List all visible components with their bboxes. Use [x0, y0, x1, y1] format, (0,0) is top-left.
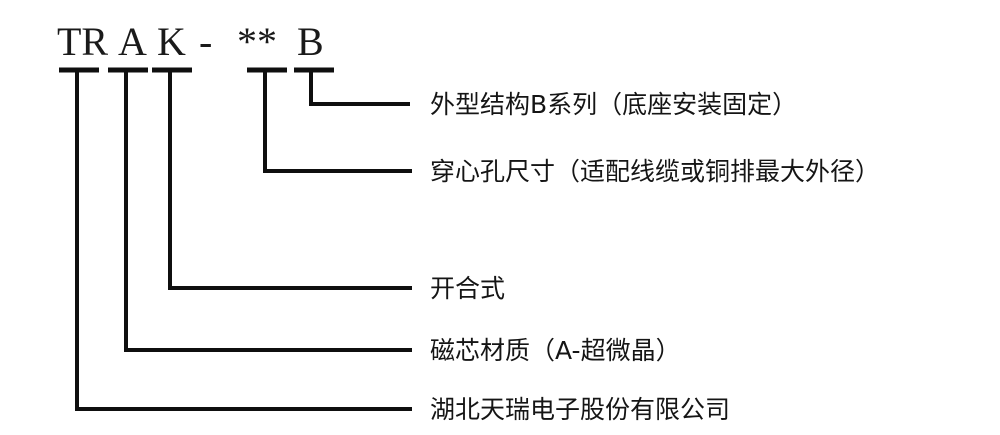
callout-housing: 外型结构B系列（底座安装固定）	[294, 67, 797, 119]
callout-core-material: 磁芯材质（A-超微晶）	[108, 67, 681, 365]
callout-split-core-leader-line	[168, 70, 412, 290]
callout-housing-leader-line	[309, 70, 410, 106]
callout-housing-label: 外型结构B系列（底座安装固定）	[430, 90, 797, 119]
code-token-tr: TR	[57, 19, 108, 64]
callout-aperture-label: 穿心孔尺寸（适配线缆或铜排最大外径）	[430, 157, 880, 186]
callout-core-material-leader-line	[124, 70, 412, 352]
callout-company: 湖北天瑞电子股份有限公司	[59, 67, 730, 424]
callout-aperture-leader-line	[263, 70, 412, 173]
callout-aperture: 穿心孔尺寸（适配线缆或铜排最大外径）	[247, 67, 880, 186]
code-token-a: A	[118, 19, 147, 64]
callout-company-leader-line	[75, 70, 412, 411]
code-token-b: B	[297, 19, 324, 64]
callout-company-label: 湖北天瑞电子股份有限公司	[430, 395, 730, 424]
callout-split-core-label: 开合式	[430, 274, 505, 303]
callout-core-material-label: 磁芯材质（A-超微晶）	[430, 336, 681, 365]
code-token-hyphen: -	[199, 19, 212, 64]
part-code-row: TR A K - ** B	[57, 19, 324, 64]
callout-split-core: 开合式	[152, 67, 505, 303]
code-token-k: K	[157, 19, 186, 64]
code-token-stars: **	[237, 19, 277, 64]
